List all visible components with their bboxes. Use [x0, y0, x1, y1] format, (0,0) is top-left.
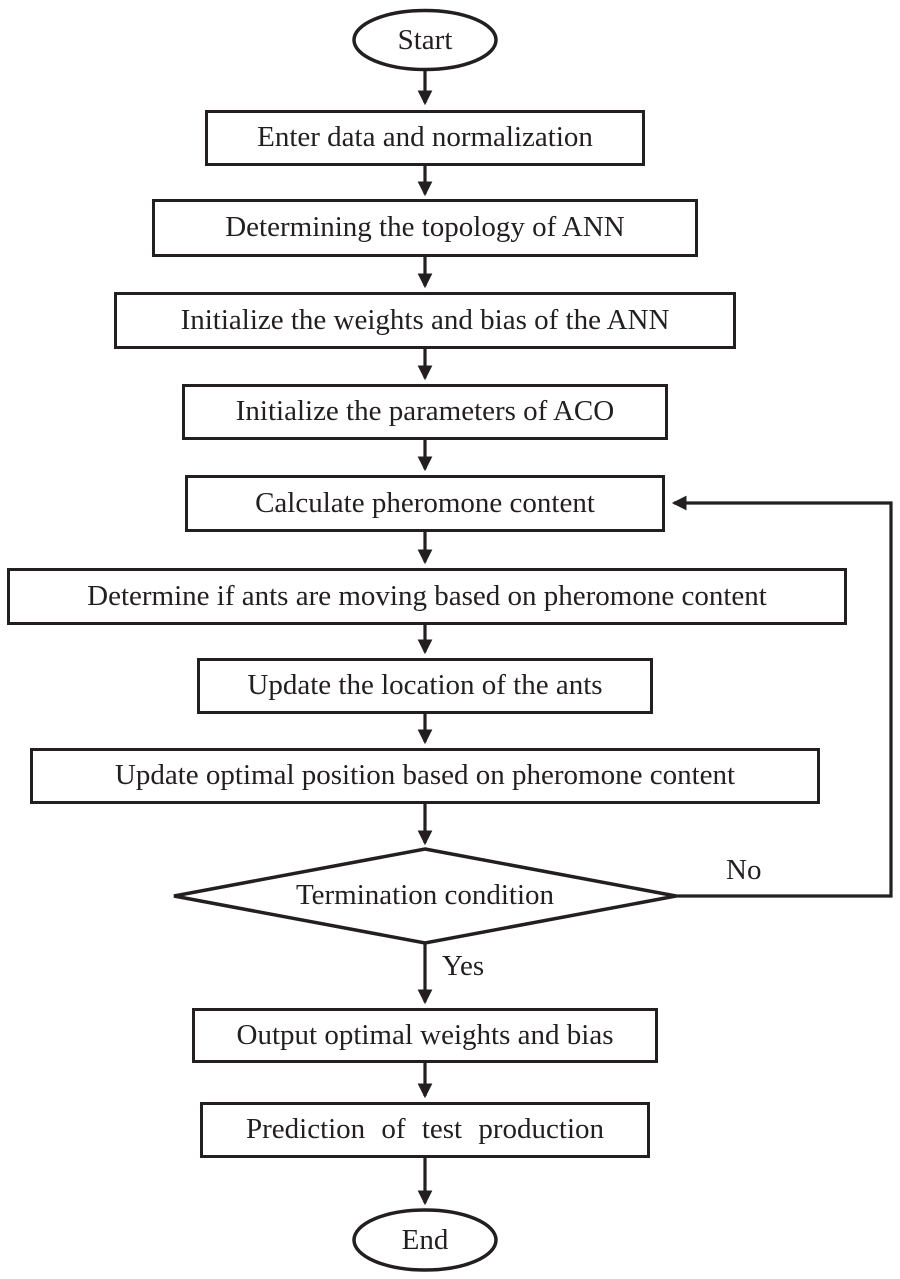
flowchart-node-enter-data: Enter data and normalization	[205, 110, 645, 166]
start-ellipse	[352, 8, 498, 72]
edge-label-no: No	[726, 854, 762, 886]
flowchart-node-determine-ants: Determine if ants are moving based on ph…	[7, 568, 847, 625]
flowchart-node-start: Start	[397, 24, 453, 57]
flowchart-node-topology: Determining the topology of ANN	[152, 199, 698, 257]
flowchart-node-update-location: Update the location of the ants	[197, 658, 653, 714]
flowchart-node-init-weights: Initialize the weights and bias of the A…	[114, 292, 736, 349]
flowchart-node-end: End	[401, 1224, 449, 1257]
no-feedback-loop	[671, 495, 893, 898]
flowchart-node-calc-pheromone: Calculate pheromone content	[185, 475, 665, 532]
flowchart-node-output-weights: Output optimal weights and bias	[192, 1008, 658, 1063]
flowchart-node-init-aco: Initialize the parameters of ACO	[182, 384, 668, 440]
edge-label-yes: Yes	[442, 950, 485, 982]
flowchart-node-update-optimal: Update optimal position based on pheromo…	[30, 748, 820, 804]
flowchart-node-prediction: Prediction of test production	[200, 1102, 650, 1158]
flowchart-node-termination: Termination condition	[295, 879, 555, 912]
end-ellipse	[352, 1208, 498, 1272]
